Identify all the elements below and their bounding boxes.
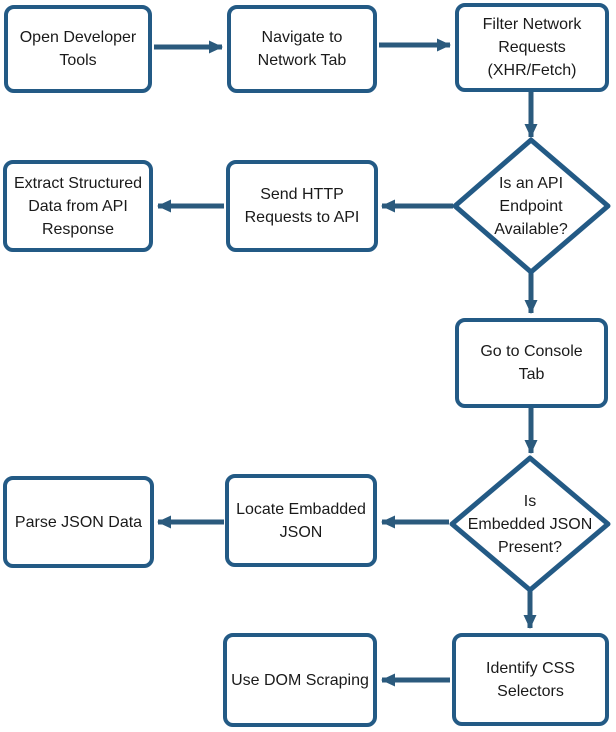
node-identify-css-selectors-label: Identify CSS Selectors <box>486 659 575 700</box>
node-open-developer-tools-label: Open Developer Tools <box>19 29 137 69</box>
node-extract-structured-data: Extract Structured Data from API Respons… <box>3 160 153 252</box>
node-api-endpoint-available-label: Is an API Endpoint Available? <box>494 174 568 238</box>
node-parse-json-data: Parse JSON Data <box>3 476 154 568</box>
node-open-developer-tools: Open Developer Tools <box>4 5 152 93</box>
node-embedded-json-present-label: Is Embedded JSON Present? <box>467 492 593 556</box>
node-locate-embadded-json-label: Locate Embadded JSON <box>236 500 366 541</box>
node-send-http-requests: Send HTTP Requests to API <box>226 160 378 252</box>
node-navigate-network-tab: Navigate to Network Tab <box>227 5 377 93</box>
node-filter-network-requests: Filter Network Requests (XHR/Fetch) <box>455 3 609 92</box>
node-locate-embadded-json: Locate Embadded JSON <box>225 474 377 567</box>
node-navigate-network-tab-label: Navigate to Network Tab <box>257 29 347 69</box>
decision-diamond-api-endpoint <box>452 137 611 275</box>
node-use-dom-scraping: Use DOM Scraping <box>223 633 377 727</box>
node-use-dom-scraping-label: Use DOM Scraping <box>231 671 369 689</box>
node-filter-network-requests-label: Filter Network Requests (XHR/Fetch) <box>482 16 582 79</box>
node-extract-structured-data-label: Extract Structured Data from API Respons… <box>13 174 143 238</box>
decision-diamond-embedded-json <box>449 455 611 593</box>
node-go-to-console-tab-label: Go to Console Tab <box>480 343 583 383</box>
node-parse-json-data-label: Parse JSON Data <box>14 513 143 531</box>
node-api-endpoint-available: Is an API Endpoint Available? <box>466 156 596 256</box>
node-send-http-requests-label: Send HTTP Requests to API <box>244 186 360 226</box>
node-go-to-console-tab: Go to Console Tab <box>455 318 608 408</box>
node-identify-css-selectors: Identify CSS Selectors <box>452 633 609 726</box>
node-embedded-json-present: Is Embedded JSON Present? <box>455 474 605 574</box>
